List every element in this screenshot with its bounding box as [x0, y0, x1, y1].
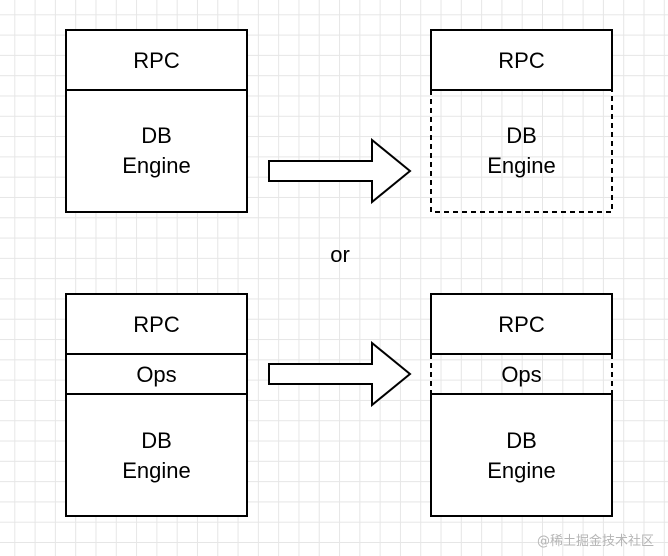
top-left-db-label: DB	[141, 123, 172, 148]
bottom-right-engine-label: Engine	[487, 458, 556, 483]
bottom-right-rpc-label: RPC	[498, 312, 545, 337]
top-left-db-engine-box	[65, 89, 248, 213]
top-right-db-label: DB	[506, 123, 537, 148]
top-right-rpc-label: RPC	[498, 48, 545, 73]
top-right-stack: RPC DB Engine	[430, 29, 613, 213]
bottom-right-rpc-box	[430, 293, 613, 355]
top-left-stack: RPC DB Engine	[65, 29, 248, 213]
bottom-right-db-label: DB	[506, 428, 537, 453]
bottom-left-db-label: DB	[141, 428, 172, 453]
top-right-engine-label: Engine	[487, 153, 556, 178]
top-right-db-engine-dashed-box	[430, 90, 613, 213]
watermark: @稀土掘金技术社区	[537, 533, 654, 549]
bottom-left-ops-label: Ops	[136, 362, 176, 387]
top-right-rpc-box	[430, 29, 613, 91]
bottom-left-rpc-label: RPC	[133, 312, 180, 337]
bottom-left-db-engine-box	[65, 393, 248, 517]
top-left-rpc-label: RPC	[133, 48, 180, 73]
top-left-rpc-box	[65, 29, 248, 91]
or-label: or	[330, 242, 350, 267]
bottom-right-stack: RPC Ops DB Engine	[430, 293, 613, 517]
bottom-right-arrow	[268, 340, 412, 408]
bottom-right-db-engine-box	[430, 393, 613, 517]
top-left-engine-label: Engine	[122, 153, 191, 178]
bottom-left-ops-box	[65, 353, 248, 395]
bottom-left-stack: RPC Ops DB Engine	[65, 293, 248, 517]
top-right-arrow	[268, 137, 412, 205]
bottom-right-ops-label: Ops	[501, 362, 541, 387]
bottom-left-engine-label: Engine	[122, 458, 191, 483]
